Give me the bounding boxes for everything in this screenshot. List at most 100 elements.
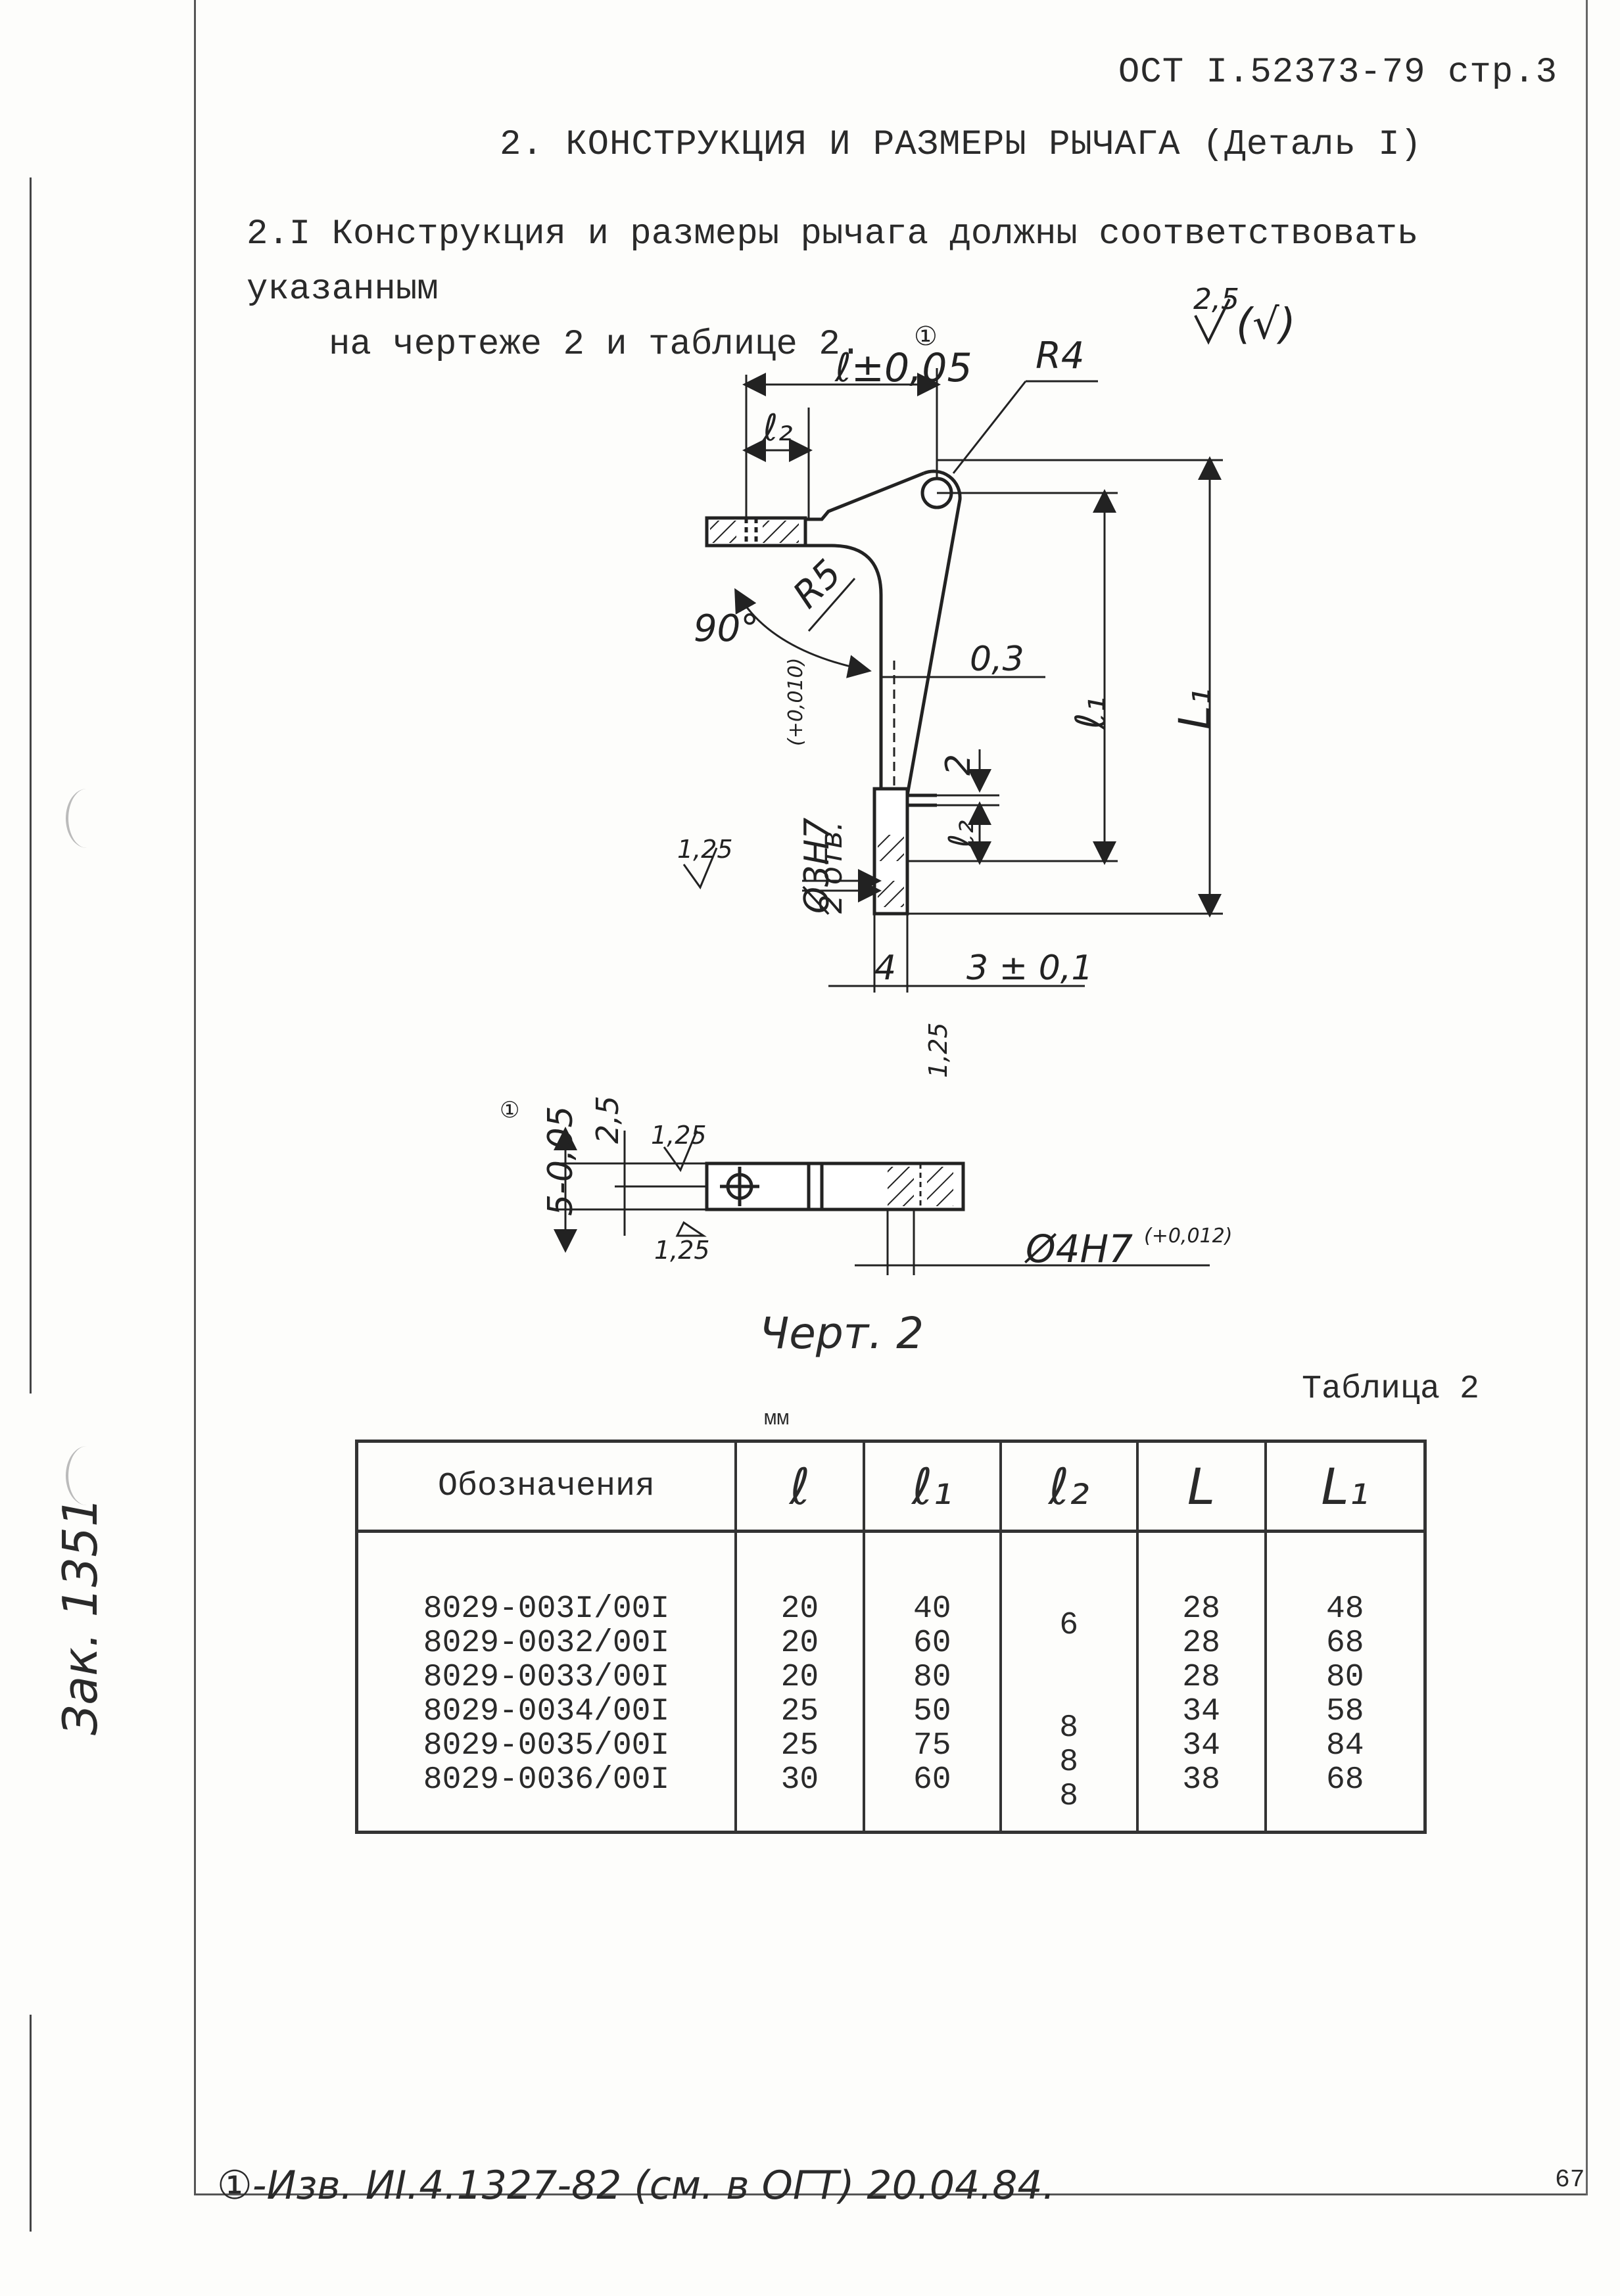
roughness-125-front: 1,25	[677, 835, 733, 864]
lever-side-view	[705, 1161, 965, 1211]
cell-code: 8029-0032/00I	[423, 1626, 670, 1661]
dim-4-label: 4	[874, 949, 896, 988]
cell-l: 20	[780, 1660, 819, 1695]
column-l: 20 20 20 25 25 30	[734, 1531, 865, 1833]
binder-hole-mark	[66, 789, 108, 848]
dim-5-change-mark: ①	[500, 1097, 519, 1123]
cell-code: 8029-0033/00I	[423, 1660, 670, 1695]
cell-l2: 8	[1059, 1710, 1079, 1746]
paragraph-line-2: на чертеже 2 и таблице 2.	[329, 325, 862, 365]
table-caption: Таблица 2	[1302, 1371, 1480, 1408]
dim-l2-top-label: ℓ₂	[762, 407, 793, 450]
dim-hole-3-label: Ø3H7	[798, 818, 837, 915]
section-title: 2. КОНСТРУКЦИЯ И РАЗМЕРЫ РЫЧАГА (Деталь …	[500, 125, 1423, 165]
cell-l1: 50	[913, 1694, 951, 1729]
cell-L: 34	[1182, 1728, 1220, 1764]
margin-line-lower	[30, 2015, 32, 2232]
column-designations: 8029-003I/00I 8029-0032/00I 8029-0033/00…	[355, 1531, 737, 1833]
frame-bottom-border	[194, 2193, 1588, 2195]
cell-L: 28	[1182, 1626, 1220, 1661]
cell-L1: 68	[1325, 1626, 1364, 1661]
header-designation: Обозначения	[355, 1441, 737, 1533]
paragraph-line-1: 2.I Конструкция и размеры рычага должны …	[247, 214, 1419, 310]
cell-L: 38	[1182, 1762, 1220, 1798]
dim-3-label: 3 ± 0,1	[966, 949, 1093, 988]
roughness-125-bottom: 1,25	[924, 1022, 953, 1078]
cell-l2: 8	[1059, 1745, 1079, 1780]
dimensions-table: Обозначения ℓ ℓ₁ ℓ₂ L L₁ 8029-003I/00I 8…	[355, 1440, 1427, 1834]
roughness-125-top-side: 1,25	[651, 1121, 707, 1150]
dim-l-label: ℓ±0,05	[834, 345, 972, 391]
dim-R4-label: R4	[1036, 335, 1085, 377]
cell-code: 8029-003I/00I	[423, 1591, 670, 1627]
cell-l2: 6	[1059, 1608, 1079, 1643]
dim-hole-4-label: Ø4H7	[1024, 1227, 1133, 1271]
cell-l2: 8	[1059, 1779, 1079, 1814]
page-number: 67	[1555, 2166, 1585, 2194]
cell-L: 28	[1182, 1591, 1220, 1627]
dimension-lines	[734, 368, 1223, 993]
cell-L1: 48	[1325, 1591, 1364, 1627]
cell-l: 25	[780, 1694, 819, 1729]
dim-l1-label: ℓ₁	[1066, 697, 1114, 730]
cell-l: 20	[780, 1626, 819, 1661]
dim-hole-count: 2 отв.	[813, 821, 849, 914]
header-l2: ℓ₂	[999, 1441, 1139, 1533]
dim-L1-label: L₁	[1170, 688, 1220, 730]
drawing-caption: Черт. 2	[759, 1308, 924, 1359]
dim-hole-4-tolerance: (+0,012)	[1144, 1225, 1232, 1248]
cell-L1: 58	[1325, 1694, 1364, 1729]
dim-2-label: 2	[939, 754, 978, 776]
margin-line-upper	[30, 177, 32, 1394]
cell-L1: 84	[1325, 1728, 1364, 1764]
cell-l1: 60	[913, 1762, 951, 1798]
cell-l1: 40	[913, 1591, 951, 1627]
order-note: Зак. 1351	[53, 1497, 108, 1735]
roughness-general-suffix: (√)	[1236, 300, 1296, 349]
header-l1: ℓ₁	[862, 1441, 1002, 1533]
cell-l: 20	[780, 1591, 819, 1627]
cell-L: 28	[1182, 1660, 1220, 1695]
dim-l2-side-label: ℓ₂	[942, 820, 982, 849]
cell-L1: 68	[1325, 1762, 1364, 1798]
cell-L: 34	[1182, 1694, 1220, 1729]
standard-code: ОСТ I.52373-79 стр.3	[1118, 53, 1558, 93]
column-L1: 48 68 80 58 84 68	[1264, 1531, 1427, 1833]
table-unit: мм	[764, 1407, 790, 1431]
cell-l2	[1003, 1677, 1135, 1711]
cell-code: 8029-0034/00I	[423, 1694, 670, 1729]
cell-code: 8029-0036/00I	[423, 1762, 670, 1798]
dim-hole-3-tolerance: (+0,010)	[784, 658, 807, 746]
roughness-125-bottom-side: 1,25	[654, 1236, 710, 1265]
dim-5-label: 5-0,05	[541, 1106, 581, 1216]
cell-l1: 75	[913, 1728, 951, 1764]
dim-03-label: 0,3	[970, 640, 1024, 679]
table-body-row: 8029-003I/00I 8029-0032/00I 8029-0033/00…	[355, 1531, 1427, 1833]
roughness-general-value: 2,5	[1193, 283, 1239, 316]
cell-l1: 80	[913, 1660, 951, 1695]
binder-hole-mark	[66, 1446, 108, 1505]
frame-left-border	[194, 0, 196, 2195]
cell-L1: 80	[1325, 1660, 1364, 1695]
side-view-dimensions	[552, 1127, 1210, 1275]
cell-l2	[1003, 1643, 1135, 1677]
dim-l-change-mark: ①	[914, 321, 938, 352]
column-l1: 40 60 80 50 75 60	[862, 1531, 1002, 1833]
roughness-general-mark: 2,5 (√)	[1193, 283, 1296, 349]
dim-90-label: 90°	[694, 607, 759, 650]
dim-25-label: 2,5	[590, 1096, 625, 1144]
table-header-row: Обозначения ℓ ℓ₁ ℓ₂ L L₁	[355, 1441, 1427, 1533]
header-L1: L₁	[1264, 1441, 1427, 1533]
cell-code: 8029-0035/00I	[423, 1728, 670, 1764]
dim-R5-label: R5	[785, 552, 850, 617]
paragraph-2-1: 2.I Конструкция и размеры рычага должны …	[247, 207, 1561, 373]
frame-right-border	[1586, 0, 1588, 2195]
cell-l1: 60	[913, 1626, 951, 1661]
cell-l: 30	[780, 1762, 819, 1798]
column-l2: 6 8 8 8	[999, 1531, 1139, 1833]
revision-stamp: ①-Изв. ИI.4.1327-82 (см. в ОГТ) 20.04.84…	[217, 2163, 1055, 2209]
column-L: 28 28 28 34 34 38	[1135, 1531, 1267, 1833]
header-l: ℓ	[734, 1441, 865, 1533]
cell-l: 25	[780, 1728, 819, 1764]
